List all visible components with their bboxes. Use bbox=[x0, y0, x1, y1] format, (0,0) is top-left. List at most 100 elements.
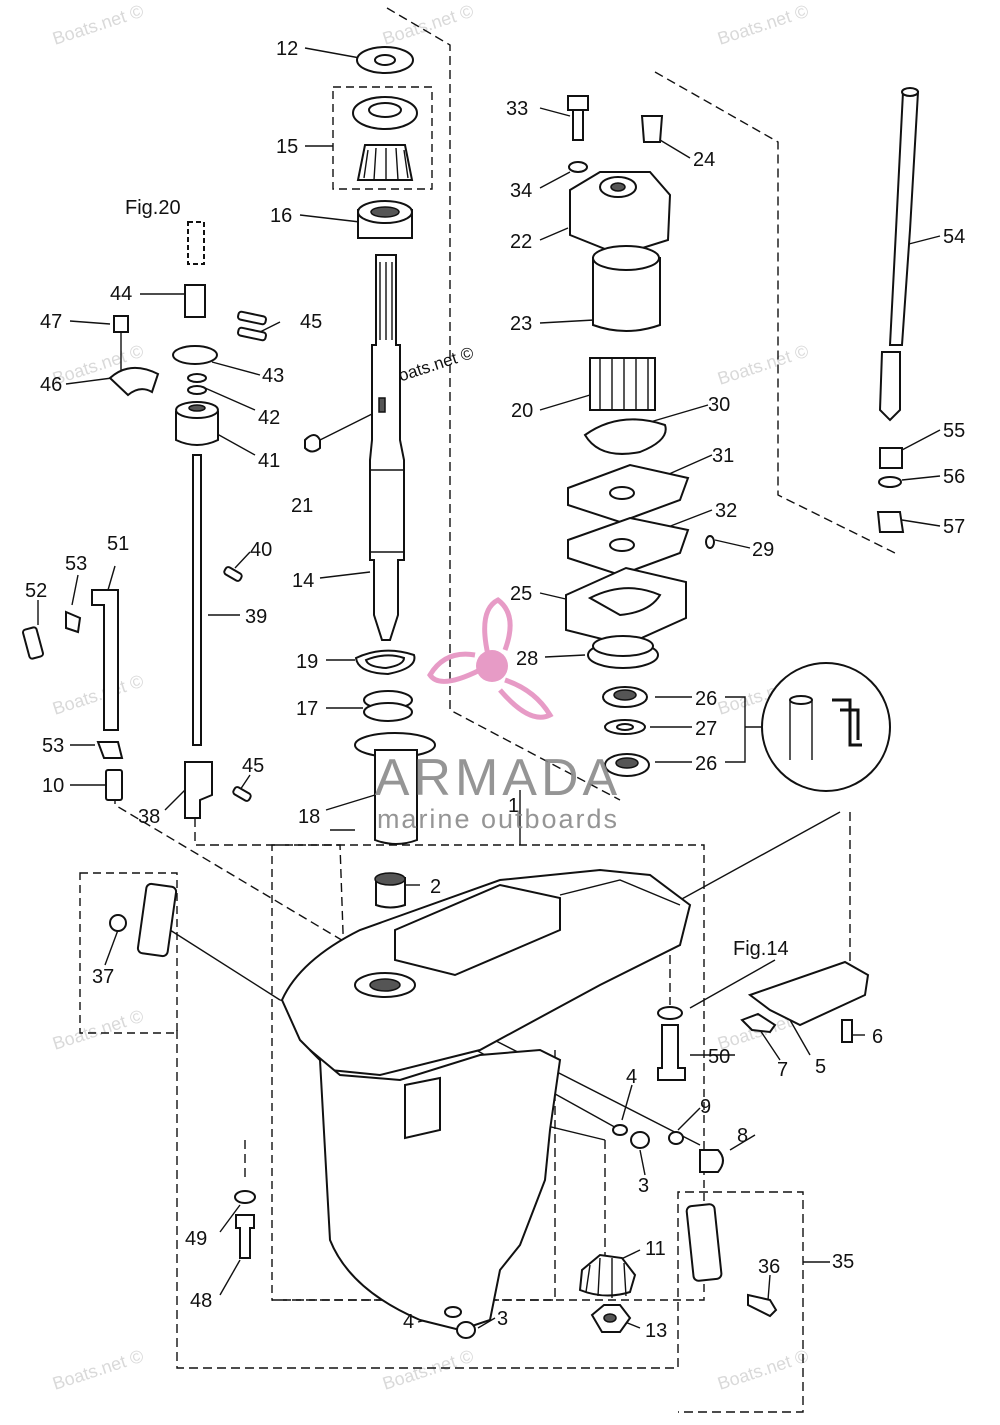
part-label: 32 bbox=[715, 500, 737, 522]
watermark: Boats.net © bbox=[380, 1346, 476, 1394]
logo-brand: ARMADA bbox=[375, 749, 621, 807]
coupler-44 bbox=[184, 284, 206, 318]
part-label: 42 bbox=[258, 407, 280, 429]
part-label: 17 bbox=[296, 698, 318, 720]
pump-housing-22 bbox=[569, 171, 672, 257]
grommet-55 bbox=[879, 447, 903, 469]
watermark: Boats.net © bbox=[50, 671, 146, 719]
screw-3 bbox=[630, 1131, 650, 1149]
part-label: 54 bbox=[943, 226, 965, 248]
part-label: 48 bbox=[190, 1290, 212, 1312]
part-label: 34 bbox=[510, 180, 532, 202]
part-label: 16 bbox=[270, 205, 292, 227]
part-label: 29 bbox=[752, 539, 774, 561]
part-label: 22 bbox=[510, 231, 532, 253]
part-label: 9 bbox=[700, 1096, 711, 1118]
part-label: 49 bbox=[185, 1228, 207, 1250]
part-label: 26 bbox=[695, 753, 717, 775]
bushing-2 bbox=[375, 877, 406, 909]
part-label: 38 bbox=[138, 806, 160, 828]
part-label: 53 bbox=[65, 553, 87, 575]
part-label: 2 bbox=[430, 876, 441, 898]
connector-38 bbox=[184, 761, 213, 819]
part-label: 51 bbox=[107, 533, 129, 555]
part-label: 44 bbox=[110, 283, 132, 305]
hose-51 bbox=[91, 589, 119, 731]
clip-46 bbox=[108, 367, 160, 397]
part-label: 11 bbox=[645, 1238, 666, 1260]
part-label: 6 bbox=[872, 1026, 883, 1048]
part-label: 43 bbox=[262, 365, 284, 387]
pin-40 bbox=[223, 566, 243, 582]
part-label: 46 bbox=[40, 374, 62, 396]
part-label: 4 bbox=[626, 1066, 637, 1088]
part-label: 12 bbox=[276, 38, 298, 60]
watermark: Boats.net © bbox=[715, 1346, 811, 1394]
washer-50 bbox=[657, 1006, 683, 1020]
part-label: 26 bbox=[695, 688, 717, 710]
propeller-icon bbox=[427, 597, 554, 720]
fitting-10 bbox=[105, 769, 123, 801]
washer-4 bbox=[612, 1124, 628, 1136]
part-label: 31 bbox=[712, 445, 734, 467]
part-label: 52 bbox=[25, 580, 47, 602]
nipple-52 bbox=[22, 626, 44, 660]
strainer-35 bbox=[685, 1203, 723, 1282]
part-label: 3 bbox=[497, 1308, 508, 1330]
insert-23 bbox=[592, 257, 661, 332]
part-label: 39 bbox=[245, 606, 267, 628]
part-label: 1 bbox=[508, 795, 519, 817]
part-label: 21 bbox=[291, 495, 313, 517]
gear-11 bbox=[578, 1253, 637, 1297]
part-label: 10 bbox=[42, 775, 64, 797]
part-label: 5 bbox=[815, 1056, 826, 1078]
part-label: 41 bbox=[258, 450, 280, 472]
part-label: 50 bbox=[708, 1046, 730, 1068]
part-label: 18 bbox=[298, 806, 320, 828]
watermark: Boats.net © bbox=[380, 1, 476, 49]
bolt-47 bbox=[113, 315, 129, 333]
part-label: 45 bbox=[242, 755, 264, 777]
strainer-left bbox=[136, 882, 178, 958]
part-label: 35 bbox=[832, 1251, 854, 1273]
clamp-53-lower bbox=[96, 741, 124, 759]
watermark: Boats.net © bbox=[50, 1346, 146, 1394]
impeller-20 bbox=[589, 357, 656, 411]
water-tube-54 bbox=[888, 91, 920, 346]
part-label: 4 bbox=[403, 1311, 414, 1333]
parts bbox=[22, 46, 920, 1339]
key-21 bbox=[304, 434, 321, 453]
part-label: 15 bbox=[276, 136, 298, 158]
watermark: Boats.net © bbox=[50, 1006, 146, 1054]
bolt-33 bbox=[567, 95, 589, 111]
upper-flange bbox=[394, 883, 561, 977]
gasket-30 bbox=[583, 418, 667, 455]
propeller-hub bbox=[476, 650, 508, 682]
pinion-gear-15 bbox=[356, 144, 414, 181]
part-label: 47 bbox=[40, 311, 62, 333]
drive-shaft-14 bbox=[369, 254, 405, 641]
part-label: 40 bbox=[250, 539, 272, 561]
pin-45-lower bbox=[232, 786, 252, 802]
bolt-48 bbox=[235, 1214, 255, 1259]
part-label: 23 bbox=[510, 313, 532, 335]
washer-9 bbox=[668, 1131, 684, 1145]
part-label: 36 bbox=[758, 1256, 780, 1278]
screw-8 bbox=[699, 1149, 724, 1173]
pin-45 bbox=[237, 310, 267, 326]
ring-56 bbox=[878, 476, 902, 488]
washer-34 bbox=[568, 161, 588, 173]
grommet-24 bbox=[640, 115, 664, 143]
part-label: 28 bbox=[516, 648, 538, 670]
screw-37 bbox=[109, 914, 127, 932]
part-label: 55 bbox=[943, 420, 965, 442]
clamp-53 bbox=[65, 610, 82, 634]
part-label: 56 bbox=[943, 466, 965, 488]
armada-logo: ARMADA marine outboards bbox=[375, 597, 621, 834]
watermark: Boats.net © bbox=[50, 1, 146, 49]
logo-tagline: marine outboards bbox=[377, 804, 619, 834]
washer-4-lower bbox=[444, 1306, 462, 1318]
bolt-50 bbox=[657, 1024, 686, 1081]
watermark: Boats.net © bbox=[715, 1, 811, 49]
plate-5 bbox=[747, 960, 870, 1027]
